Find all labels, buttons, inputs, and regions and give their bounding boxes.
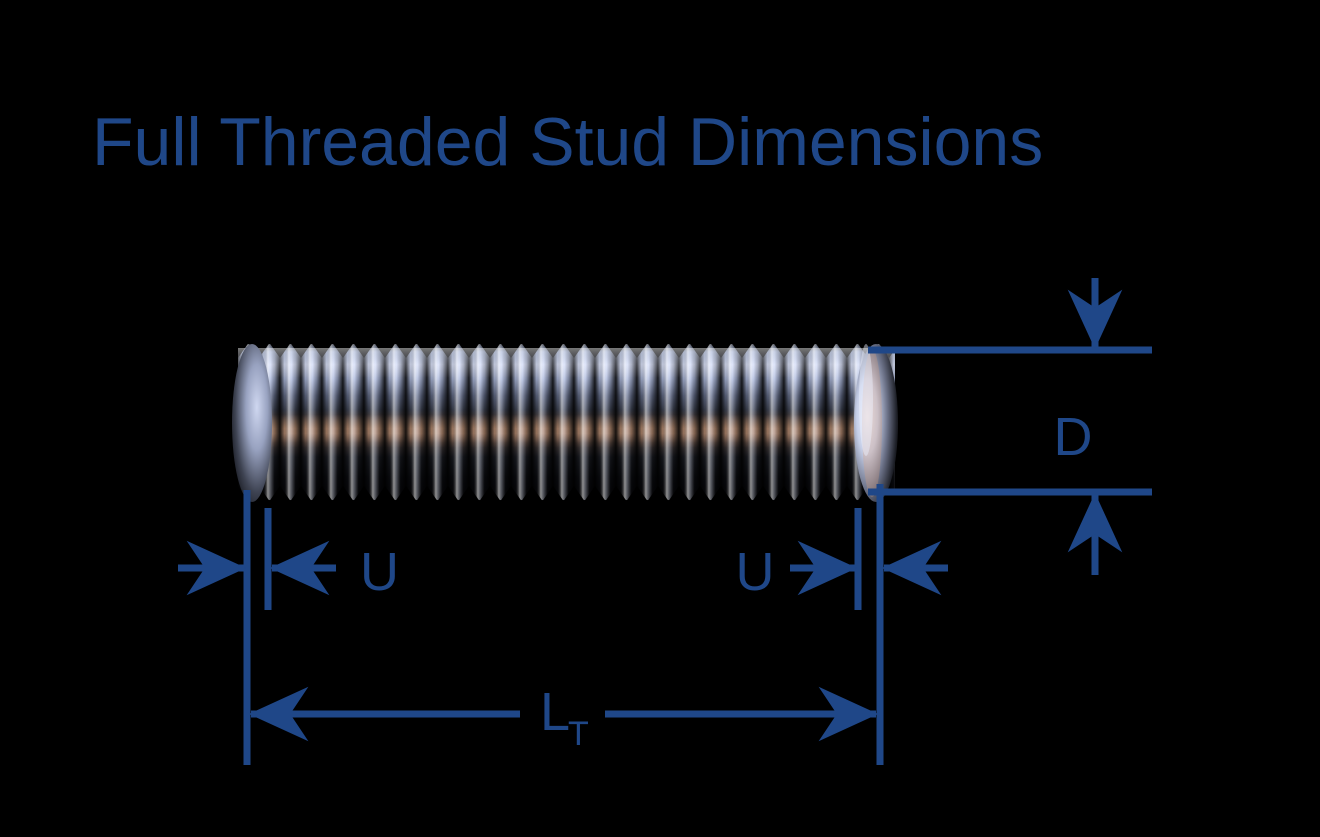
thread-ridge [574,344,595,500]
dimension-U-right: U [736,540,948,602]
thread-ridge [826,344,847,500]
thread-ridge [721,344,742,500]
thread-ridges [238,344,895,500]
thread-ridge [280,344,301,500]
dimension-U-left-label: U [360,542,399,602]
dimension-D-label: D [1054,407,1093,467]
dimension-LT: L T [248,682,879,753]
thread-ridge [763,344,784,500]
threaded-stud-graphic [232,344,898,502]
stud-right-end-highlight [859,344,873,456]
thread-ridge [322,344,343,500]
thread-ridge [490,344,511,500]
thread-ridge [469,344,490,500]
stud-left-end [232,344,272,502]
thread-ridge [406,344,427,500]
stud-top-gloss [238,348,895,378]
thread-ridge [637,344,658,500]
thread-ridge [448,344,469,500]
thread-ridge [553,344,574,500]
page-title: Full Threaded Stud Dimensions [92,104,1043,180]
thread-ridge [805,344,826,500]
thread-ridge [385,344,406,500]
thread-ridge [742,344,763,500]
extension-lines [243,346,1152,765]
dimension-U-left: U [178,540,399,602]
dimension-LT-subscript: T [568,715,589,753]
thread-ridge [658,344,679,500]
dimension-D: D [1054,278,1123,575]
thread-ridge [343,344,364,500]
thread-ridge [616,344,637,500]
stud-right-end [854,344,898,502]
thread-profile-top [238,344,895,358]
dimension-LT-label: L [540,682,570,742]
thread-ridge [532,344,553,500]
thread-ridge [595,344,616,500]
thread-ridge [511,344,532,500]
thread-ridge [427,344,448,500]
dimension-U-right-label: U [736,542,775,602]
thread-ridge [679,344,700,500]
stud-right-end-warm [862,349,882,497]
thread-ridge [364,344,385,500]
thread-profile-bottom [238,486,895,501]
thread-ridge [700,344,721,500]
thread-ridge [301,344,322,500]
thread-ridge [784,344,805,500]
